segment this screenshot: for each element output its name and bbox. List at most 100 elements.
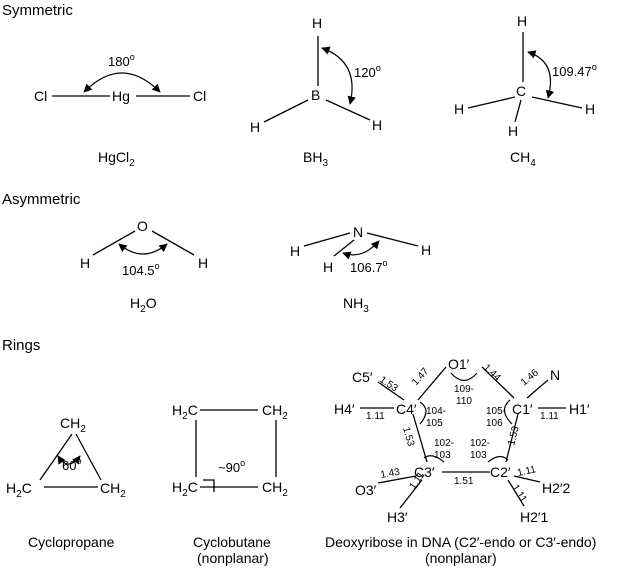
atom-c: C [516,83,526,99]
bond-length-c3-o3: 1.43 [380,467,402,481]
atom-h-right: H [198,255,208,271]
degree-mark: o [155,261,160,271]
molecule-nh3: N H H H 106.7o NH3 [290,224,431,315]
bond-c2-h21 [507,479,525,507]
bond-c3-h3 [399,479,423,509]
caption-cyclobutane: Cyclobutane [193,534,271,550]
bond-b-h-left [263,99,309,123]
atom-h2c-left: H2C [6,480,32,500]
atom-h-right: H [421,242,431,258]
atom-h21: H2′1 [520,509,549,525]
atom-ch2-right: CH2 [100,480,126,500]
atom-c5: C5′ [352,369,373,385]
molecule-cyclobutane: H2C CH2 H2C CH2 ~90o Cyclobutane (nonpla… [172,402,288,566]
angle-label-c2: 102- [470,438,490,449]
bond-length-c1-c2: 1.53 [506,425,521,447]
bond-length-c4-c5: 1.53 [377,374,400,394]
molecule-h2o: O H H 104.5o H2O [80,218,208,315]
degree-mark: o [376,63,381,73]
atom-h-left: H [454,101,464,117]
caption-deoxyribose-nonplanar: (nonplanar) [425,550,497,566]
atom-h4: H4′ [334,401,355,417]
bond-length-c2-h21: 1.11 [509,483,528,505]
bond-length-c1-h1: 1.11 [540,411,559,422]
section-title-asymmetric: Asymmetric [2,191,81,208]
atom-h-left: H [250,119,260,135]
angle-label-o1: 109- [454,384,474,395]
caption-cyclobutane-nonplanar: (nonplanar) [197,550,269,566]
section-title-symmetric: Symmetric [2,2,73,19]
atom-h-left: H [80,255,90,271]
angle-label-c4-2: 105 [426,418,443,429]
angle-label-106: 106.7o [350,258,388,275]
atom-c4: C4′ [396,401,417,417]
angle-label-90: ~90o [218,458,245,475]
angle-label-109: 109.47o [552,62,597,79]
bond-length-o1-c4: 1.47 [410,366,431,388]
caption-ch4: CH4 [510,149,536,169]
caption-nh3: NH3 [343,295,369,315]
section-title-rings: Rings [2,337,40,354]
angle-label-c3-2: 103 [434,450,451,461]
degree-mark: o [592,62,597,72]
bond-top-left [39,433,73,481]
atom-h22: H2′2 [542,480,571,496]
angle-label-60: 60o [62,456,81,473]
atom-h-left: H [290,243,300,259]
caption-cyclopropane: Cyclopropane [28,534,115,550]
atom-o: O [137,218,148,234]
bond-o-h-right [151,230,195,256]
angle-arc-o1 [450,372,478,382]
atom-h2c-bottom-left: H2C [172,479,198,499]
atom-ch2-top: CH2 [60,415,86,435]
caption-hgcl2: HgCl2 [98,149,135,169]
angle-arrow-120 [321,46,356,105]
molecule-ch4: H C H H H 109.47o CH4 [454,13,597,169]
bond-c4-c3 [412,413,428,463]
atom-o3: O3′ [355,482,377,498]
atom-h-right: H [585,101,595,117]
degree-mark: o [130,52,135,62]
atom-h-top: H [517,13,527,29]
bond-length-c3-c2: 1.51 [454,476,474,487]
atom-cl-right: Cl [193,88,206,104]
atom-h-bottom: H [508,123,518,139]
bond-c1-c2 [505,413,519,463]
atom-c1: C1′ [512,401,533,417]
angle-arc-c4 [419,401,427,425]
angle-arrow-106 [342,240,380,260]
atom-b: B [311,87,320,103]
bond-top-right [75,433,102,481]
atom-n: N [353,224,363,240]
atom-cl-left: Cl [34,88,47,104]
atom-ch2-bottom-right: CH2 [262,479,288,499]
molecule-bh3: H B H H 120o BH3 [250,15,382,169]
bond-length-c2-h22: 1.11 [516,464,537,479]
degree-mark: o [240,458,245,468]
bond-c4-c5 [377,381,405,401]
bond-length-o1-c1: 1.44 [481,362,503,384]
angle-label-o1-2: 110 [456,396,472,407]
bond-b-h-right [325,99,371,121]
angle-label-c1-2: 106 [486,418,503,429]
angle-label-c3: 102- [434,438,454,449]
bond-n-h-left [303,232,351,247]
angle-arrow-180 [83,72,161,93]
angle-arrow-109 [527,50,555,99]
caption-bh3: BH3 [303,149,328,169]
atom-c3: C3′ [414,464,435,480]
degree-mark: o [76,456,81,466]
angle-arc-c3 [423,455,445,463]
atom-h-right: H [372,117,382,133]
angle-arrow-60 [57,455,81,465]
atom-h-top: H [312,15,322,31]
bond-c2-h22 [513,475,541,483]
atom-h3: H3′ [387,509,408,525]
degree-mark: o [383,258,388,268]
bond-o1-c4 [417,366,447,401]
angle-label-180: 180o [108,52,135,69]
angle-label-120: 120o [354,63,381,80]
atom-c2: C2′ [490,464,511,480]
bond-o1-c1 [481,366,515,399]
